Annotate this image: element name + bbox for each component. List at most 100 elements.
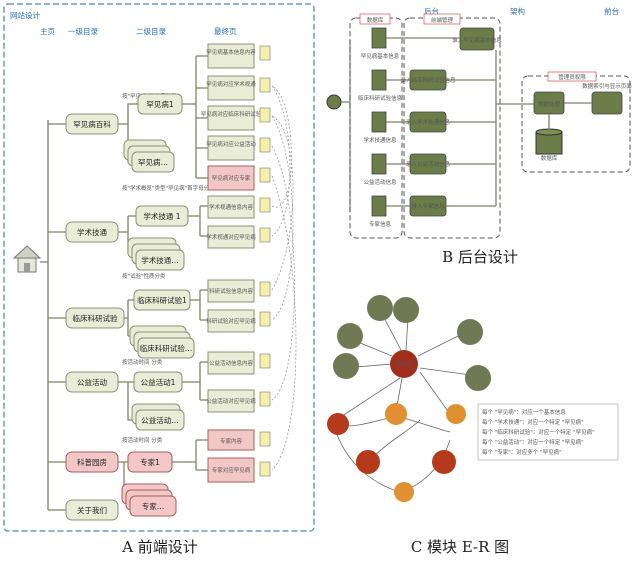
level2-academic-more[interactable] — [135, 249, 185, 271]
final-charity-rare[interactable] — [207, 389, 255, 413]
b-item-4: 公益活动信息 — [363, 178, 397, 186]
level1-rare-disease-label: 罕见病百科 — [73, 119, 111, 129]
level2-clinical-1-label: 临床科研试验1 — [137, 295, 187, 305]
final-rare-charity[interactable] — [207, 135, 255, 161]
final-rare-expert[interactable] — [207, 165, 255, 191]
level2-charity-more-label: 公益活动… — [141, 415, 179, 425]
admin-group-label: 前端管理 — [431, 16, 454, 24]
final-rare-academic-label: 罕见病对应学术视通 — [206, 80, 256, 88]
b-doc-1[interactable] — [371, 27, 387, 49]
document-icon — [259, 45, 271, 477]
conn-b3 — [190, 289, 208, 321]
er-node-3[interactable] — [337, 323, 363, 349]
final-clinical-rare[interactable] — [207, 309, 255, 333]
final-expert-rare[interactable] — [207, 457, 255, 483]
legend-line-3: 每个 "临床科研试验"：对应一个特定 "罕见病" — [482, 428, 595, 436]
note-academic: 按"学术概览"类型"罕见病"首字母分类 — [122, 184, 215, 192]
b-action-4-label: 录入专家信息 — [411, 202, 445, 210]
admin-group-tag — [423, 13, 461, 25]
b-action-1-label: 录入临床科研试验信息 — [400, 76, 456, 84]
er-node-10[interactable] — [356, 450, 380, 474]
conn-a2 — [118, 215, 136, 255]
level2-charity-more[interactable] — [135, 409, 185, 431]
b-display-label: 数据索引与显示页面 — [582, 82, 632, 90]
b-doc-3[interactable] — [371, 111, 387, 133]
panel-b-header-backend: 后台 — [424, 6, 439, 16]
er-node-5[interactable] — [333, 353, 359, 379]
panel-a-title: 网站设计 — [10, 10, 40, 20]
b-display[interactable] — [591, 91, 623, 115]
b-process-label: 数据处理 — [538, 100, 561, 108]
cross-link-lines — [271, 85, 297, 471]
final-expert-content[interactable] — [207, 429, 255, 451]
final-clinical-info-label: 科研试验信息内容 — [209, 287, 254, 295]
level2-rare-1-label: 罕见病1 — [146, 99, 173, 109]
level2-rare-more-label: 罕见病… — [138, 157, 168, 167]
er-node-11[interactable] — [432, 450, 456, 474]
level1-academic-label: 学术技通 — [77, 227, 107, 237]
panel-b-header-arch: 架构 — [510, 6, 525, 16]
final-academic-rare[interactable] — [207, 225, 255, 249]
final-charity-rare-label: 公益活动对应罕见病 — [206, 397, 256, 405]
b-action-top[interactable] — [459, 27, 495, 51]
column-header-home: 主页 — [40, 26, 55, 36]
er-edges — [335, 309, 479, 493]
level2-boxes[interactable]: 罕见病1 罕见病… 学术技通 1 学术技通… 临床科研试验1 临床科研试验… 公… — [121, 93, 195, 517]
frontend-group-tag — [547, 71, 597, 82]
b-database-label: 数据库 — [541, 154, 558, 162]
level1-boxes[interactable]: 罕见病百科 学术技通 临床科研试验 公益活动 科普园房 关于我们 — [65, 113, 125, 521]
frontend-group-frame — [521, 75, 631, 173]
database-icon — [535, 128, 563, 155]
final-rare-clinical[interactable] — [207, 105, 255, 131]
final-academic-info-label: 学术视通信息内容 — [209, 203, 254, 211]
er-nodes[interactable]: 罕见病 — [327, 295, 491, 502]
final-charity-info-label: 公益活动信息内容 — [209, 359, 254, 367]
final-pages[interactable]: 罕见病基本信息内容 罕见病对应学术视通 罕见病对应临床科研试验 罕见病对应公益活… — [201, 43, 262, 483]
b-actions[interactable]: 录入临床科研试验信息 录入学术技通信息 录入公益活动信息 录入专家信息 录入罕见… — [400, 27, 502, 217]
level1-science-label: 科普园房 — [77, 457, 107, 467]
level2-charity-1-label: 公益活动1 — [141, 377, 176, 387]
level2-expert-more[interactable] — [129, 495, 177, 517]
conn-a3 — [124, 299, 134, 337]
frontend-group-label: 管理员权限 — [558, 73, 586, 81]
level2-clinical-more[interactable] — [137, 337, 195, 359]
legend-line-2: 每个 "学术技通"：对应一个特定 "罕见病" — [482, 418, 584, 426]
er-node-2[interactable] — [393, 297, 419, 323]
b-trunk — [341, 40, 351, 212]
b-doc-4[interactable] — [371, 153, 387, 175]
level1-about-label: 关于我们 — [77, 505, 107, 515]
panel-c-caption: C 模块 E-R 图 — [411, 538, 509, 556]
db-group-label: 数据库 — [367, 16, 384, 24]
final-clinical-info[interactable] — [207, 279, 255, 303]
final-academic-info[interactable] — [207, 195, 255, 219]
final-rare-charity-label: 罕见病对应公益活动 — [206, 140, 256, 148]
b-item-5: 专家信息 — [369, 220, 392, 228]
er-node-4[interactable] — [457, 319, 483, 345]
level2-rare-more[interactable] — [131, 151, 175, 173]
er-node-12[interactable] — [394, 482, 414, 502]
final-rare-info[interactable] — [207, 43, 255, 69]
b-connectors — [386, 37, 534, 207]
final-rare-academic[interactable] — [207, 75, 255, 101]
b-right-connectors — [548, 102, 592, 130]
panel-a-frame — [3, 3, 315, 532]
final-expert-rare-label: 专家对应罕见病 — [212, 466, 251, 474]
final-clinical-rare-label: 科研试验对应罕见病 — [206, 317, 256, 325]
er-node-6[interactable] — [465, 365, 491, 391]
b-items[interactable]: 罕见病基本信息 临床科研试验信息 学术技通信息 公益活动信息 专家信息 — [358, 27, 403, 228]
b-doc-2[interactable] — [371, 69, 387, 91]
er-node-7[interactable] — [446, 404, 466, 424]
b-doc-5[interactable] — [371, 195, 387, 217]
er-node-1[interactable] — [367, 295, 393, 321]
final-charity-info[interactable] — [207, 351, 255, 375]
level2-clinical-more-label: 临床科研试验… — [140, 343, 193, 353]
er-node-9[interactable] — [327, 413, 349, 435]
home-icon[interactable] — [12, 245, 42, 273]
er-node-8[interactable] — [385, 403, 407, 425]
b-item-2: 临床科研试验信息 — [358, 94, 403, 102]
level2-academic-more-label: 学术技通… — [141, 255, 179, 265]
level2-academic-1-label: 学术技通 1 — [143, 211, 180, 221]
level1-about[interactable] — [65, 499, 119, 521]
er-node-rare-disease[interactable] — [390, 350, 418, 378]
